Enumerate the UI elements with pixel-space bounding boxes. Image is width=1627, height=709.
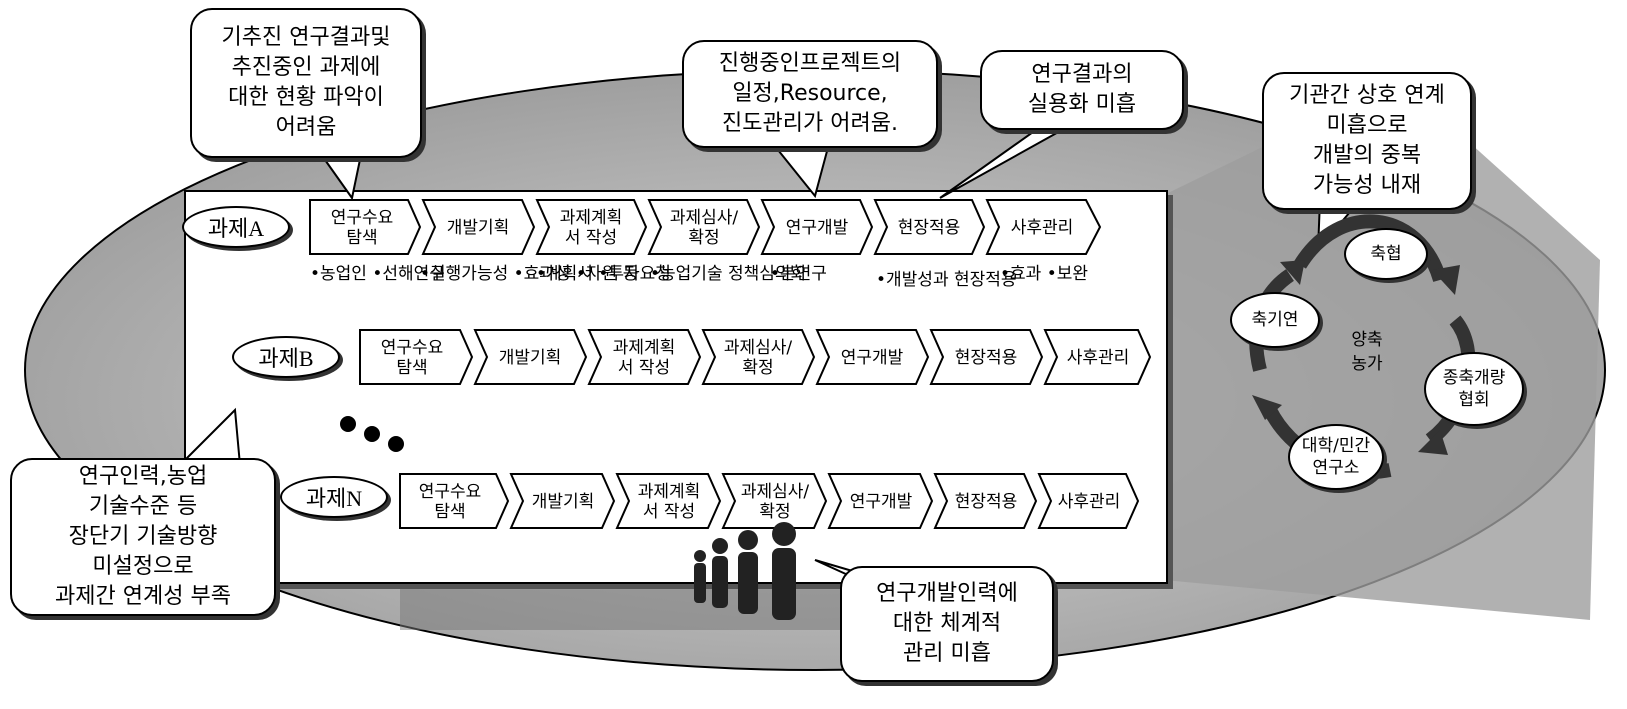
arrow-n-7: [1037, 473, 1140, 529]
step-a-6: 현장적용: [897, 218, 961, 238]
arrow-a-4: [647, 199, 761, 255]
arrow-b-1: [359, 329, 474, 385]
step-n-7: 사후관리: [1057, 492, 1121, 512]
ellipsis-dot: [388, 436, 404, 452]
row-label-n: 과제N: [280, 476, 388, 518]
cycle-arrowhead: [1280, 260, 1305, 285]
arrow-n-2: [509, 473, 616, 529]
callout-practical-text: 연구결과의 실용화 미흡: [1027, 62, 1137, 117]
callout-schedule: 진행중인프로젝트의 일정,Resource, 진도관리가 어려움.: [682, 40, 938, 148]
step-b-4: 과제심사/ 확정: [723, 338, 793, 378]
arrow-b-5: [815, 329, 930, 385]
cone-shape: [1164, 80, 1600, 620]
arrow-a-5: [760, 199, 874, 255]
arrow-a-6: [873, 199, 986, 255]
callout-practical: 연구결과의 실용화 미흡: [980, 50, 1184, 130]
callout-direction-text: 연구인력,농업 기술수준 등 장단기 기술방향 미설정으로 과제간 연계성 부족: [55, 464, 231, 609]
node-university: 대학/민간 연구소: [1288, 424, 1384, 490]
step-b-3: 과제계획 서 작성: [612, 338, 676, 378]
cycle-arc-top: [1294, 214, 1447, 283]
callout-personnel-text: 연구개발인력에 대한 체계적 관리 미흡: [876, 581, 1018, 666]
step-n-1: 연구수요 탐색: [418, 482, 482, 522]
node-ntri: 축기연: [1230, 292, 1320, 348]
callout-cooperation-text: 기관간 상호 연계 미흡으로 개발의 중복 가능성 내재: [1289, 83, 1445, 198]
arrow-b-3: [587, 329, 702, 385]
cycle-center: 양축 농가: [1351, 330, 1383, 374]
cycle-arrowhead: [1252, 395, 1282, 420]
arrow-a-1: [309, 199, 422, 255]
notes-a-4: •농업기술 정책심의회: [650, 264, 807, 284]
notes-a-2: •실행가능성 •효과성 •자원 등: [420, 264, 639, 284]
step-n-4: 과제심사/ 확정: [740, 482, 810, 522]
arrow-n-3: [615, 473, 722, 529]
notes-a-1: •농업인 •선해연구: [310, 264, 445, 284]
step-n-2: 개발기획: [531, 492, 595, 512]
arrow-n-6: [933, 473, 1038, 529]
callout-schedule-text: 진행중인프로젝트의 일정,Resource, 진도관리가 어려움.: [718, 51, 902, 136]
notes-a-3: •계획서 •투자요청: [536, 264, 671, 284]
notes-a-7: •효과 •보완: [1000, 264, 1089, 284]
arrow-a-2: [421, 199, 536, 255]
arrow-a-3: [535, 199, 648, 255]
step-b-5: 연구개발: [840, 348, 904, 368]
notes-a-6: •개발성과 현장적용: [876, 270, 1017, 290]
arrow-n-1: [399, 473, 510, 529]
notes-a-5: •본연구: [770, 264, 827, 284]
arrow-b-2: [473, 329, 588, 385]
cycle-arrowhead: [1418, 430, 1448, 455]
step-a-7: 사후관리: [1010, 218, 1074, 238]
step-b-2: 개발기획: [498, 348, 562, 368]
node-nh: 축협: [1344, 228, 1428, 280]
step-b-7: 사후관리: [1066, 348, 1130, 368]
row-label-a: 과제A: [182, 206, 290, 248]
callout-personnel: 연구개발인력에 대한 체계적 관리 미흡: [840, 566, 1054, 682]
ellipsis-dot: [364, 426, 380, 442]
arrow-n-5: [827, 473, 934, 529]
step-b-6: 현장적용: [954, 348, 1018, 368]
arrow-b-4: [701, 329, 816, 385]
step-b-1: 연구수요 탐색: [380, 338, 444, 378]
callout-direction: 연구인력,농업 기술수준 등 장단기 기술방향 미설정으로 과제간 연계성 부족: [10, 458, 276, 616]
callout-status-text: 기추진 연구결과및 추진중인 과제에 대한 현황 파악이 어려움: [221, 25, 391, 140]
arrow-b-6: [929, 329, 1044, 385]
row-label-b: 과제B: [232, 336, 340, 378]
cycle-arrowhead: [1432, 265, 1460, 295]
ellipsis-dot: [340, 416, 356, 432]
arrow-n-4: [721, 473, 828, 529]
callout-cooperation: 기관간 상호 연계 미흡으로 개발의 중복 가능성 내재: [1262, 72, 1472, 210]
step-a-3: 과제계획 서 작성: [559, 208, 623, 248]
node-breeding-assoc: 종축개량 협회: [1424, 352, 1524, 426]
step-a-5: 연구개발: [785, 218, 849, 238]
step-n-3: 과제계획 서 작성: [637, 482, 701, 522]
step-n-6: 현장적용: [954, 492, 1018, 512]
arrow-a-7: [985, 199, 1102, 255]
arrow-b-7: [1043, 329, 1152, 385]
step-n-5: 연구개발: [849, 492, 913, 512]
callout-status: 기추진 연구결과및 추진중인 과제에 대한 현황 파악이 어려움: [190, 8, 422, 158]
step-a-4: 과제심사/ 확정: [669, 208, 739, 248]
step-a-2: 개발기획: [446, 218, 510, 238]
step-a-1: 연구수요 탐색: [330, 208, 394, 248]
